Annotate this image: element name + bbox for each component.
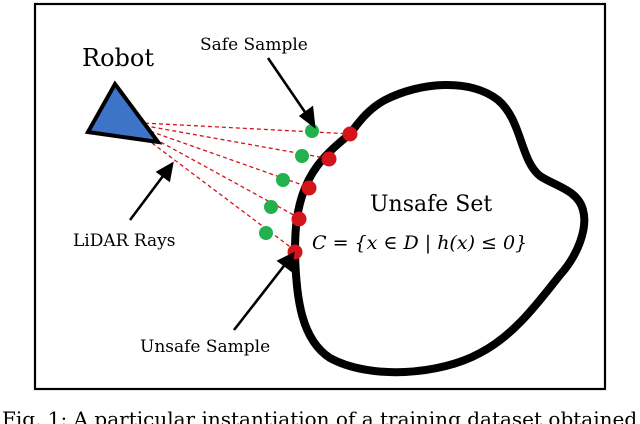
safe-sample-arrow-head [298, 105, 316, 129]
unsafe-sample-point-4 [291, 211, 307, 227]
arrows [128, 57, 316, 331]
figure-caption: Fig. 1: A particular instantiation of a … [2, 407, 637, 424]
safe-sample-point-4 [264, 200, 278, 214]
safe-sample-label: Safe Sample [200, 35, 308, 55]
safe-sample-point-2 [295, 149, 309, 163]
lidar-ray-3 [123, 121, 312, 189]
lidar-ray-5 [123, 121, 298, 253]
unsafe-set-equation: C = {x ∈ D | h(x) ≤ 0} [312, 232, 527, 254]
safe-sample-point-3 [276, 173, 290, 187]
lidar-arrow-line [128, 171, 168, 221]
unsafe-sample-point-3 [301, 180, 317, 196]
unsafe-sample-arrow-head [276, 251, 295, 273]
unsafe-sample-arrow-line [232, 261, 289, 331]
robot-triangle [84, 80, 163, 145]
unsafe-sample-point-2 [321, 151, 337, 167]
safe-sample-arrow-line [266, 57, 311, 119]
diagram-frame [33, 2, 607, 391]
unsafe-set-label: Unsafe Set [370, 192, 492, 217]
unsafe-set-boundary [291, 81, 589, 377]
robot-label: Robot [82, 44, 154, 72]
safe-sample-point-1 [305, 124, 319, 138]
unsafe-sample-label: Unsafe Sample [140, 337, 270, 357]
safe-sample-point-5 [259, 226, 273, 240]
unsafe-sample-point-1 [342, 126, 358, 142]
sample-points [259, 124, 358, 260]
lidar-arrow-head [155, 161, 174, 183]
lidar-rays-label: LiDAR Rays [73, 231, 176, 251]
